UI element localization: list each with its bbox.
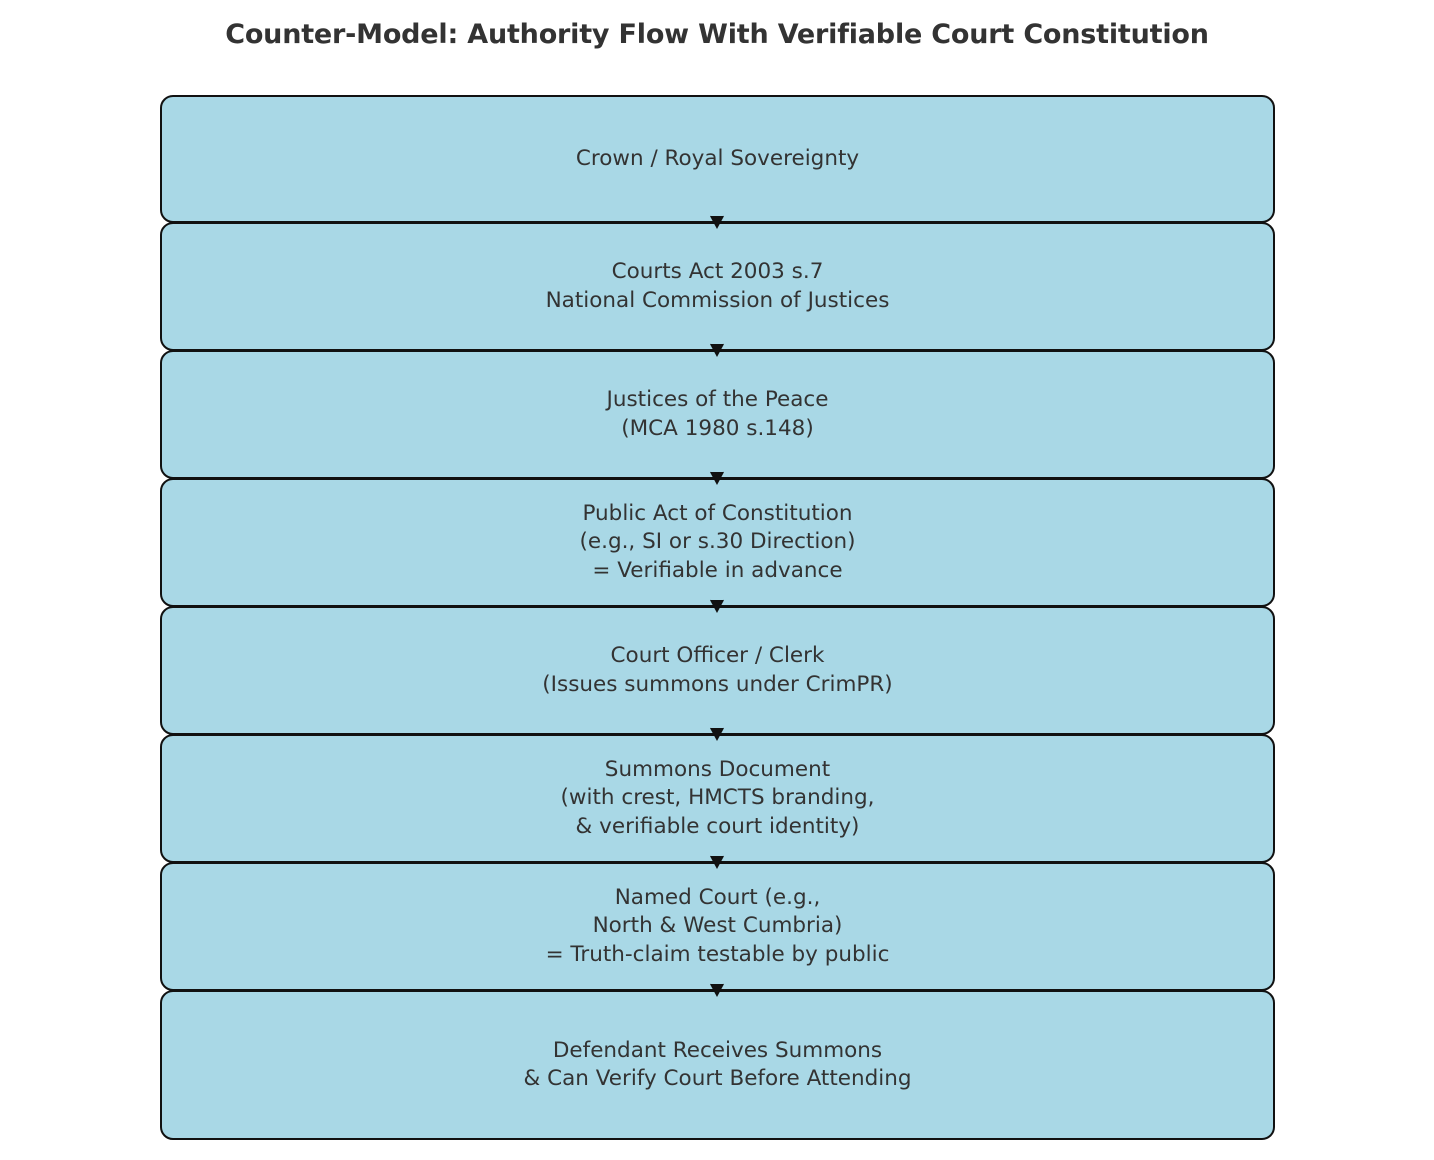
flow-node-court-officer-clerk[interactable]: Court Officer / Clerk (Issues summons un… — [160, 606, 1275, 735]
flow-arrow-down-icon — [708, 343, 726, 358]
flow-node-label: Courts Act 2003 s.7 National Commission … — [545, 259, 890, 313]
flow-arrow-down-icon — [708, 727, 726, 742]
flow-node-label: Crown / Royal Sovereignty — [575, 145, 860, 171]
flow-node-courts-act[interactable]: Courts Act 2003 s.7 National Commission … — [160, 222, 1275, 351]
flow-node-label: Justices of the Peace (MCA 1980 s.148) — [606, 387, 829, 441]
page-title: Counter-Model: Authority Flow With Verif… — [225, 19, 1209, 50]
flow-node-label: Summons Document (with crest, HMCTS bran… — [560, 756, 875, 839]
flow-arrow-down-icon — [708, 471, 726, 486]
flow-arrow-down-icon — [708, 599, 726, 614]
flow-node-label: Public Act of Constitution (e.g., SI or … — [579, 500, 856, 583]
flow-node-summons-document[interactable]: Summons Document (with crest, HMCTS bran… — [160, 734, 1275, 863]
flow-node-label: Defendant Receives Summons & Can Verify … — [523, 1037, 912, 1092]
flow-node-label: Named Court (e.g., North & West Cumbria)… — [545, 884, 890, 967]
flow-node-label: Court Officer / Clerk (Issues summons un… — [542, 643, 893, 697]
flow-arrow-down-icon — [708, 215, 726, 230]
flow-node-justices-of-the-peace[interactable]: Justices of the Peace (MCA 1980 s.148) — [160, 350, 1275, 479]
flow-node-crown[interactable]: Crown / Royal Sovereignty — [160, 95, 1275, 223]
flow-node-defendant-receives-summons[interactable]: Defendant Receives Summons & Can Verify … — [160, 990, 1275, 1140]
flow-arrow-down-icon — [708, 983, 726, 998]
flow-node-public-act-of-constitution[interactable]: Public Act of Constitution (e.g., SI or … — [160, 478, 1275, 607]
flow-arrow-down-icon — [708, 855, 726, 870]
flow-node-named-court[interactable]: Named Court (e.g., North & West Cumbria)… — [160, 862, 1275, 991]
